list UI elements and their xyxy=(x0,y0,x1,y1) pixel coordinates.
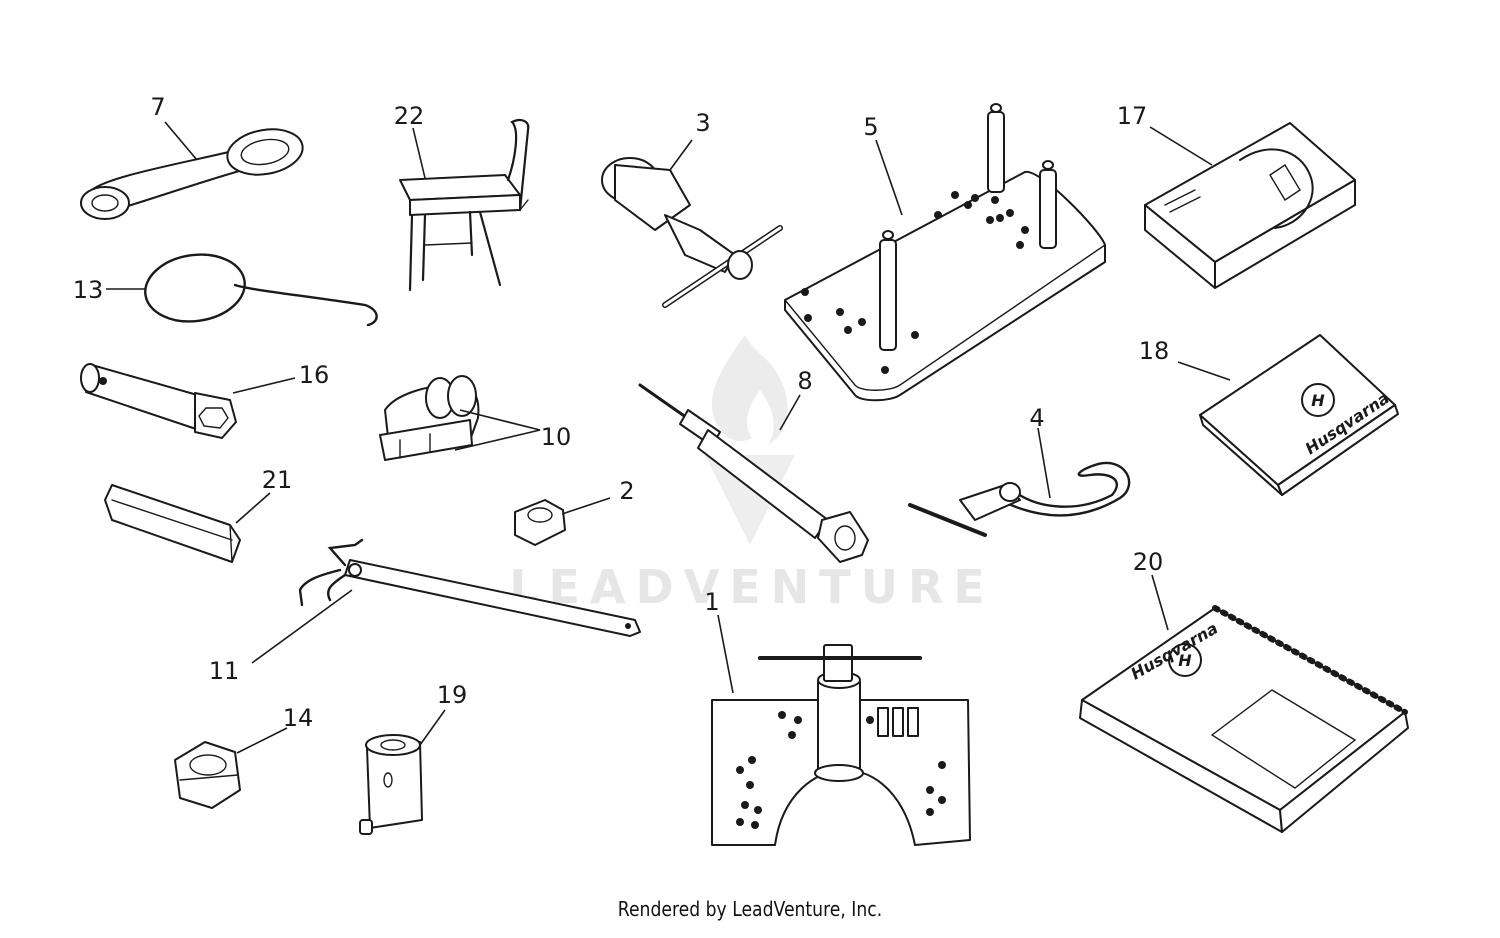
part-10-clamp-halves xyxy=(379,375,480,461)
part-14-large-nut xyxy=(174,741,241,809)
husqvarna-crown-logo-icon: H xyxy=(1168,643,1202,677)
callout-17: 17 xyxy=(1117,102,1148,130)
leadventure-flame-mark-icon xyxy=(711,335,788,445)
rendered-by-footer: Rendered by LeadVenture, Inc. xyxy=(617,897,883,921)
part-20-workshop-manual: H Husqvarna xyxy=(1079,605,1409,833)
part-13-ring-hook xyxy=(144,253,378,327)
callout-4: 4 xyxy=(1029,404,1044,432)
callout-22: 22 xyxy=(394,102,425,130)
callout-8: 8 xyxy=(797,367,812,395)
part-3-puller xyxy=(601,157,783,308)
part-1-press-plate xyxy=(711,644,971,846)
part-22-motorcycle-stand xyxy=(399,119,530,292)
callout-2: 2 xyxy=(619,477,634,505)
callout-10: 10 xyxy=(541,423,572,451)
callout-21: 21 xyxy=(262,466,293,494)
callout-1: 1 xyxy=(704,588,719,616)
part-5-base-plate xyxy=(784,103,1106,402)
callout-11: 11 xyxy=(209,657,240,685)
callout-16: 16 xyxy=(299,361,330,389)
husqvarna-crown-logo-icon: H xyxy=(1301,383,1335,417)
callout-19: 19 xyxy=(437,681,468,709)
callout-3: 3 xyxy=(695,109,710,137)
plate-holes xyxy=(801,191,1029,374)
part-21-hex-bar xyxy=(104,484,241,563)
part-2-nut xyxy=(514,499,566,546)
callout-13: 13 xyxy=(73,276,104,304)
part-8-threaded-rod xyxy=(638,383,869,563)
part-16-socket-wrench xyxy=(80,363,237,439)
part-4-hook-tool xyxy=(908,461,1131,537)
callout-20: 20 xyxy=(1133,548,1164,576)
watermark-text: LEADVENTURE xyxy=(509,560,995,614)
part-17-booklet xyxy=(1144,122,1356,289)
callout-18: 18 xyxy=(1139,337,1170,365)
callout-14: 14 xyxy=(283,704,314,732)
spiral-binding xyxy=(1212,605,1408,715)
press-plate-holes xyxy=(736,711,946,829)
part-7-ring-spanner xyxy=(80,128,304,220)
part-19-sleeve-pin xyxy=(359,734,423,835)
svg-text:H: H xyxy=(1178,651,1192,670)
callout-5: 5 xyxy=(863,113,878,141)
svg-text:H: H xyxy=(1311,391,1325,410)
part-18-owner-manual: H Husqvarna xyxy=(1199,334,1399,496)
callout-7: 7 xyxy=(150,93,165,121)
part-11-sprocket-holder xyxy=(298,538,641,637)
